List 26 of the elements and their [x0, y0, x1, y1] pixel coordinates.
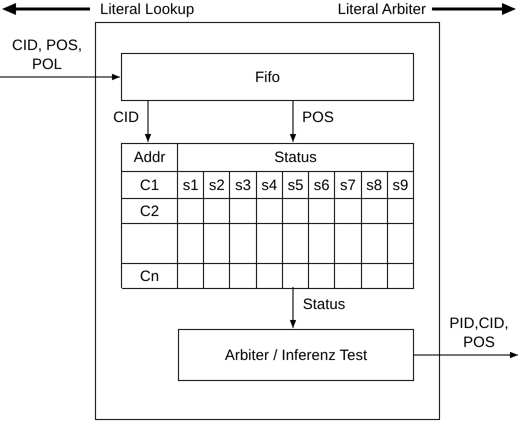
- arrow: [290, 286, 296, 328]
- arrow: [290, 100, 296, 142]
- box-label: Fifo: [254, 68, 280, 86]
- table-cell: C2: [122, 199, 178, 224]
- table-cell: s8: [362, 172, 388, 199]
- arrow: [0, 74, 120, 80]
- table-cell: s2: [204, 172, 230, 199]
- table-cell: s6: [309, 172, 336, 199]
- table-cell: s1: [178, 172, 204, 199]
- box-label: Arbiter / Inferenz Test: [224, 346, 368, 364]
- arrow: [144, 100, 152, 142]
- table-cell: Addr: [122, 144, 178, 172]
- table-cell: s7: [335, 172, 362, 199]
- table-cell: s3: [230, 172, 257, 199]
- process-box: [121, 53, 414, 101]
- table-cell: s4: [256, 172, 283, 199]
- arrow: [412, 352, 518, 358]
- section-label: Literal Lookup: [100, 0, 194, 20]
- table-cell: Cn: [122, 264, 178, 289]
- container-box: [95, 22, 440, 420]
- table-cell: s5: [282, 172, 310, 199]
- status-table: [121, 143, 414, 288]
- table-cell: C1: [122, 172, 178, 199]
- process-box: [178, 329, 414, 381]
- table-cell: s9: [388, 172, 414, 199]
- table-cell: Status: [178, 144, 414, 172]
